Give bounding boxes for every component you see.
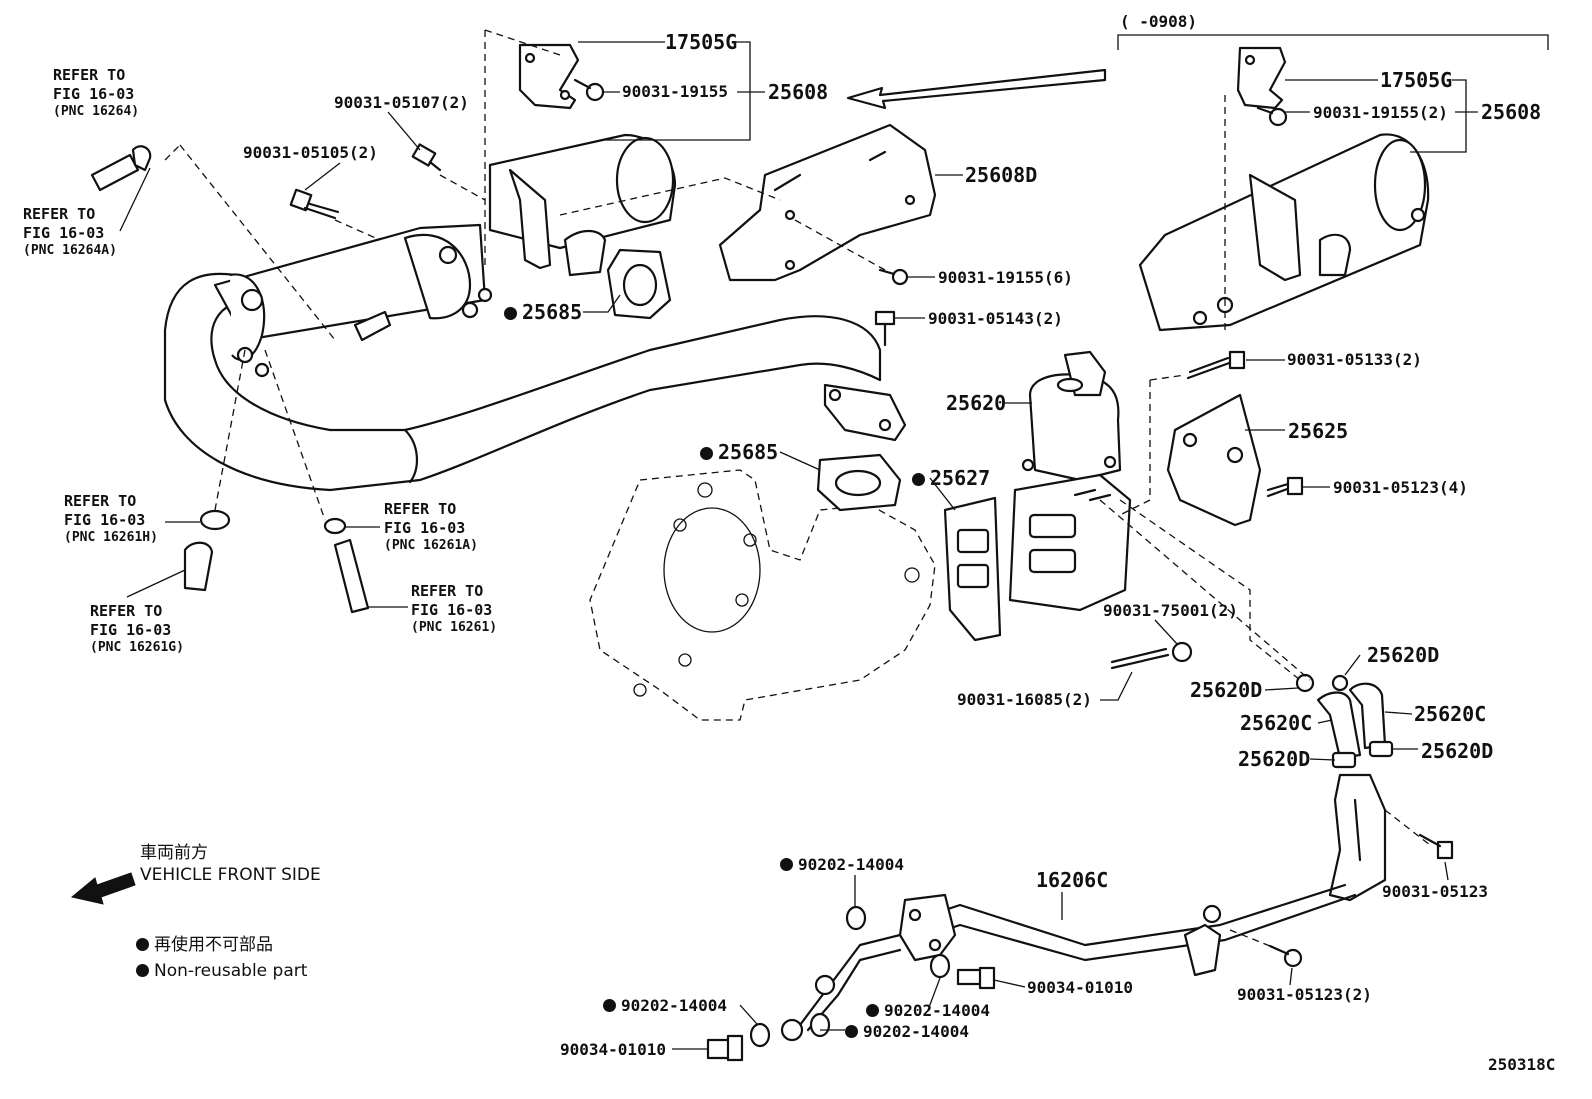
gasket-25627: [943, 496, 1002, 642]
part-label-90034-01010-right[interactable]: 90034-01010: [1027, 978, 1133, 997]
hoses-25620c: [1295, 673, 1394, 769]
bolt-90031-05105: [289, 188, 340, 220]
part-label-25620c-left[interactable]: 25620C: [1240, 711, 1313, 735]
bolt-90031-19155-2: [1256, 106, 1288, 127]
gasket-25685-lower: [816, 453, 902, 512]
part-label-25685-upper[interactable]: 25685: [504, 302, 582, 322]
washer-90202-14004-2: [929, 953, 951, 979]
part-label-25625[interactable]: 25625: [1288, 419, 1349, 443]
date-range-bracket: [1117, 34, 1549, 50]
part-label-25620d-left[interactable]: 25620D: [1190, 678, 1263, 702]
union-bolt-90034-01010-1: [956, 966, 996, 990]
part-label-25685-lower[interactable]: 25685: [700, 442, 778, 462]
part-label-90031-19155-left[interactable]: 90031-19155: [622, 82, 728, 101]
diagram-code: 250318C: [1488, 1055, 1556, 1074]
washer-90202-14004-1: [845, 905, 867, 931]
bolt-90031-05143: [874, 310, 896, 347]
part-label-90031-16085[interactable]: 90031-16085(2): [957, 690, 1092, 709]
arrow-to-variant: [846, 68, 1107, 110]
stud-90031-16085: [1110, 647, 1170, 670]
bolt-90031-05123-4: [1266, 476, 1304, 498]
part-label-16206c[interactable]: 16206C: [1036, 868, 1109, 892]
part-label-90031-05143[interactable]: 90031-05143(2): [928, 309, 1063, 328]
part-label-25620c-right[interactable]: 25620C: [1414, 702, 1487, 726]
gasket-25685-upper: [606, 248, 672, 320]
bolt-90031-19155-left: [573, 78, 605, 102]
egr-cooler-body-left: [213, 133, 677, 378]
part-label-25608-right[interactable]: 25608: [1481, 100, 1542, 124]
part-label-25620d-bottom-right[interactable]: 25620D: [1421, 739, 1494, 763]
ref-hoses-left: [90, 145, 370, 614]
part-label-90034-01010-left[interactable]: 90034-01010: [560, 1040, 666, 1059]
part-label-90031-05107[interactable]: 90031-05107(2): [334, 93, 469, 112]
part-label-25620d-top[interactable]: 25620D: [1367, 643, 1440, 667]
date-range-label: ( -0908): [1120, 12, 1198, 31]
legend-non-reusable-en: Non-reusable part: [136, 963, 307, 980]
part-label-90202-14004-top[interactable]: 90202-14004: [780, 857, 904, 873]
part-label-17505g-left[interactable]: 17505G: [665, 30, 738, 54]
part-label-25608-left[interactable]: 25608: [768, 80, 829, 104]
bolt-90031-19155-6: [878, 268, 909, 286]
bolt-90031-05123-2: [1268, 944, 1303, 968]
part-label-25608d[interactable]: 25608D: [965, 163, 1038, 187]
part-label-17505g-right[interactable]: 17505G: [1380, 68, 1453, 92]
part-label-25620d-bottom-left[interactable]: 25620D: [1238, 747, 1311, 771]
part-label-90202-14004-middle[interactable]: 90202-14004: [866, 1003, 990, 1019]
part-label-90031-05105[interactable]: 90031-05105(2): [243, 143, 378, 162]
egr-cooler-right-variant: [1138, 133, 1430, 332]
bracket-17505g-left: [518, 43, 580, 110]
union-bolt-90034-01010-2: [706, 1034, 744, 1062]
bolt-90031-05107: [411, 143, 442, 172]
part-label-90031-19155-6[interactable]: 90031-19155(6): [938, 268, 1073, 287]
egr-cooler-pipe-left: [163, 272, 907, 492]
part-label-90031-19155-2[interactable]: 90031-19155(2): [1313, 103, 1448, 122]
part-label-25627[interactable]: 25627: [912, 468, 990, 488]
front-direction-label: 車両前方 VEHICLE FRONT SIDE: [140, 843, 321, 885]
egr-pipe-16206c: [780, 773, 1387, 1042]
nut-90031-75001: [1171, 641, 1193, 663]
part-label-90202-14004-bottom[interactable]: 90202-14004: [845, 1024, 969, 1040]
legend-non-reusable-jp: 再使用不可部品: [136, 937, 273, 954]
part-label-90031-05133[interactable]: 90031-05133(2): [1287, 350, 1422, 369]
part-label-25620[interactable]: 25620: [946, 391, 1007, 415]
bracket-17505g-right: [1236, 46, 1287, 110]
bolt-90031-05123-single: [1418, 833, 1454, 860]
part-label-90031-75001[interactable]: 90031-75001(2): [1103, 601, 1238, 620]
front-direction-arrow-icon: [70, 872, 136, 905]
exhaust-housing: [589, 469, 936, 721]
egr-valve-25620: [1008, 350, 1132, 612]
part-label-90031-05123[interactable]: 90031-05123: [1382, 882, 1488, 901]
bracket-25625: [1166, 393, 1262, 527]
part-label-90031-05123-4[interactable]: 90031-05123(4): [1333, 478, 1468, 497]
washer-90202-14004-3: [749, 1022, 771, 1048]
washer-90202-14004-4: [809, 1012, 831, 1038]
bolt-90031-05133: [1186, 350, 1246, 380]
part-label-90202-14004-left[interactable]: 90202-14004: [603, 998, 727, 1014]
part-label-90031-05123-2[interactable]: 90031-05123(2): [1237, 985, 1372, 1004]
leader-lines: [119, 41, 1478, 1050]
heat-shield-25608d: [718, 123, 937, 282]
alignment-lines: [164, 29, 1431, 951]
